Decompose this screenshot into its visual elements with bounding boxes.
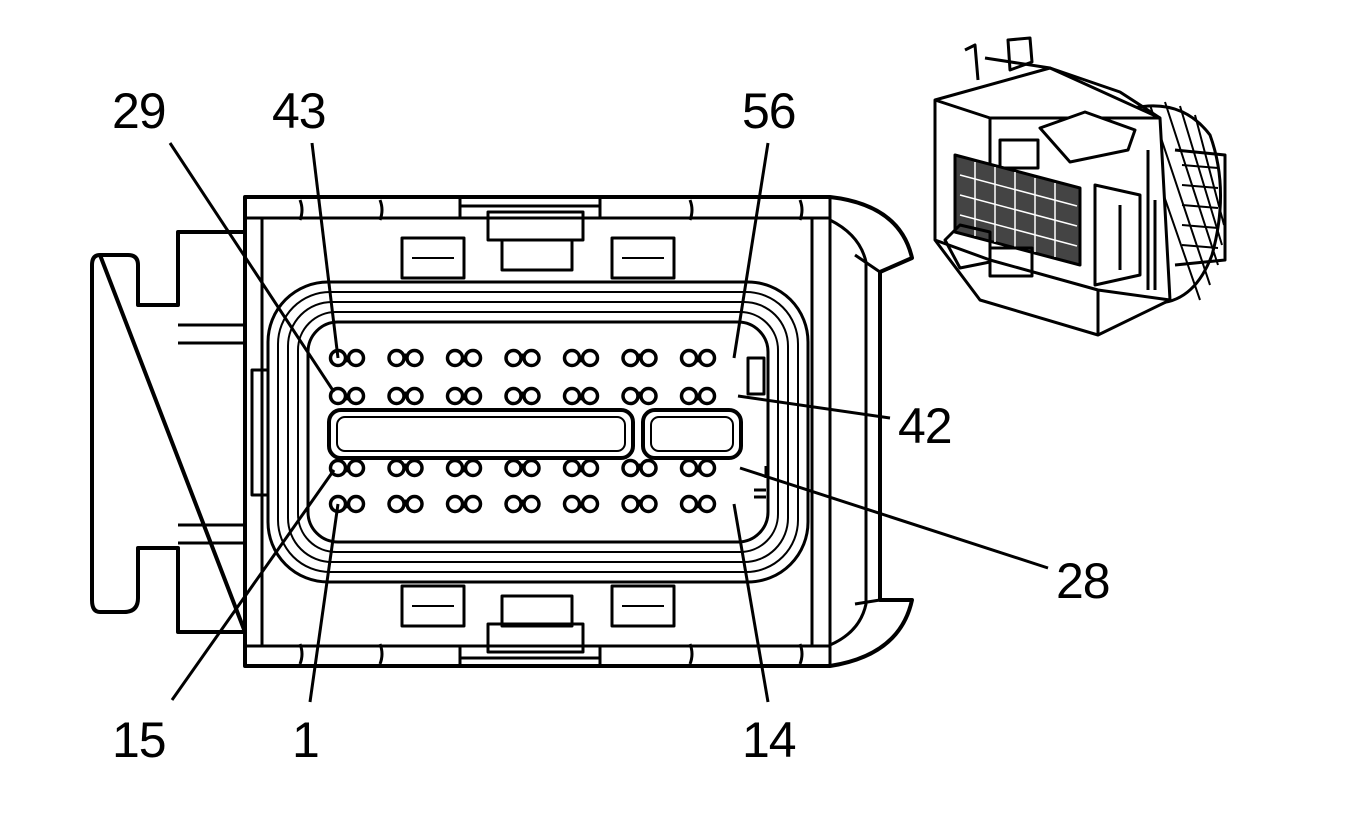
pin-cavity-pair [621, 458, 658, 478]
pin-cavity-pair [562, 494, 600, 514]
pin-cavity-pair [562, 348, 600, 368]
pin-cavity-pair [328, 348, 366, 368]
pin-cavity-pair [445, 494, 483, 514]
pin-cavity-pair [621, 348, 658, 368]
rear-clip [90, 230, 247, 634]
leader-lines [168, 142, 1049, 703]
label-pin-15: 15 [112, 712, 166, 768]
pin-cavity-pair [504, 458, 541, 478]
pin-cavity-pair [562, 386, 600, 406]
pin-cavity-pair [387, 348, 424, 368]
pin-labels: 29 43 56 42 28 15 1 14 [112, 83, 1111, 768]
leader-28 [739, 466, 1049, 570]
pin-cavity-pair [679, 494, 717, 514]
label-pin-14: 14 [742, 712, 796, 768]
connector-iso-view [933, 36, 1227, 337]
label-pin-28: 28 [1056, 553, 1110, 609]
pin-cavity-pair [387, 386, 424, 406]
pin-cavity-pair [328, 458, 366, 478]
label-pin-29: 29 [112, 83, 166, 139]
pin-cavity-pair [445, 386, 483, 406]
pin-cavity-pair [387, 458, 424, 478]
label-pin-43: 43 [272, 83, 326, 139]
leader-29 [168, 142, 336, 393]
label-pin-56: 56 [742, 83, 796, 139]
pin-cavity-pair [504, 494, 541, 514]
pin-cavity-pair [621, 386, 658, 406]
pin-cavity-pair [445, 458, 483, 478]
leader-42 [737, 394, 891, 420]
leader-1 [308, 503, 340, 703]
label-pin-1: 1 [292, 712, 319, 768]
pin-cavity-pair [679, 348, 717, 368]
pin-cavities [328, 348, 717, 514]
pin-cavity-pair [562, 458, 600, 478]
leader-14 [732, 503, 770, 703]
pin-cavity-pair [328, 494, 366, 514]
pin-cavity-pair [504, 386, 541, 406]
leader-56 [732, 142, 770, 359]
pin-cavity-pair [504, 348, 541, 368]
pin-cavity-pair [621, 494, 658, 514]
pin-cavity-pair [679, 386, 717, 406]
leader-15 [170, 469, 336, 701]
pin-cavity-pair [445, 348, 483, 368]
leader-43 [310, 142, 340, 359]
pin-cavity-pair [679, 458, 717, 478]
pin-cavity-pair [387, 494, 424, 514]
label-pin-42: 42 [898, 398, 952, 454]
connector-face-view [90, 195, 914, 668]
pin-cavity-pair [328, 386, 366, 406]
